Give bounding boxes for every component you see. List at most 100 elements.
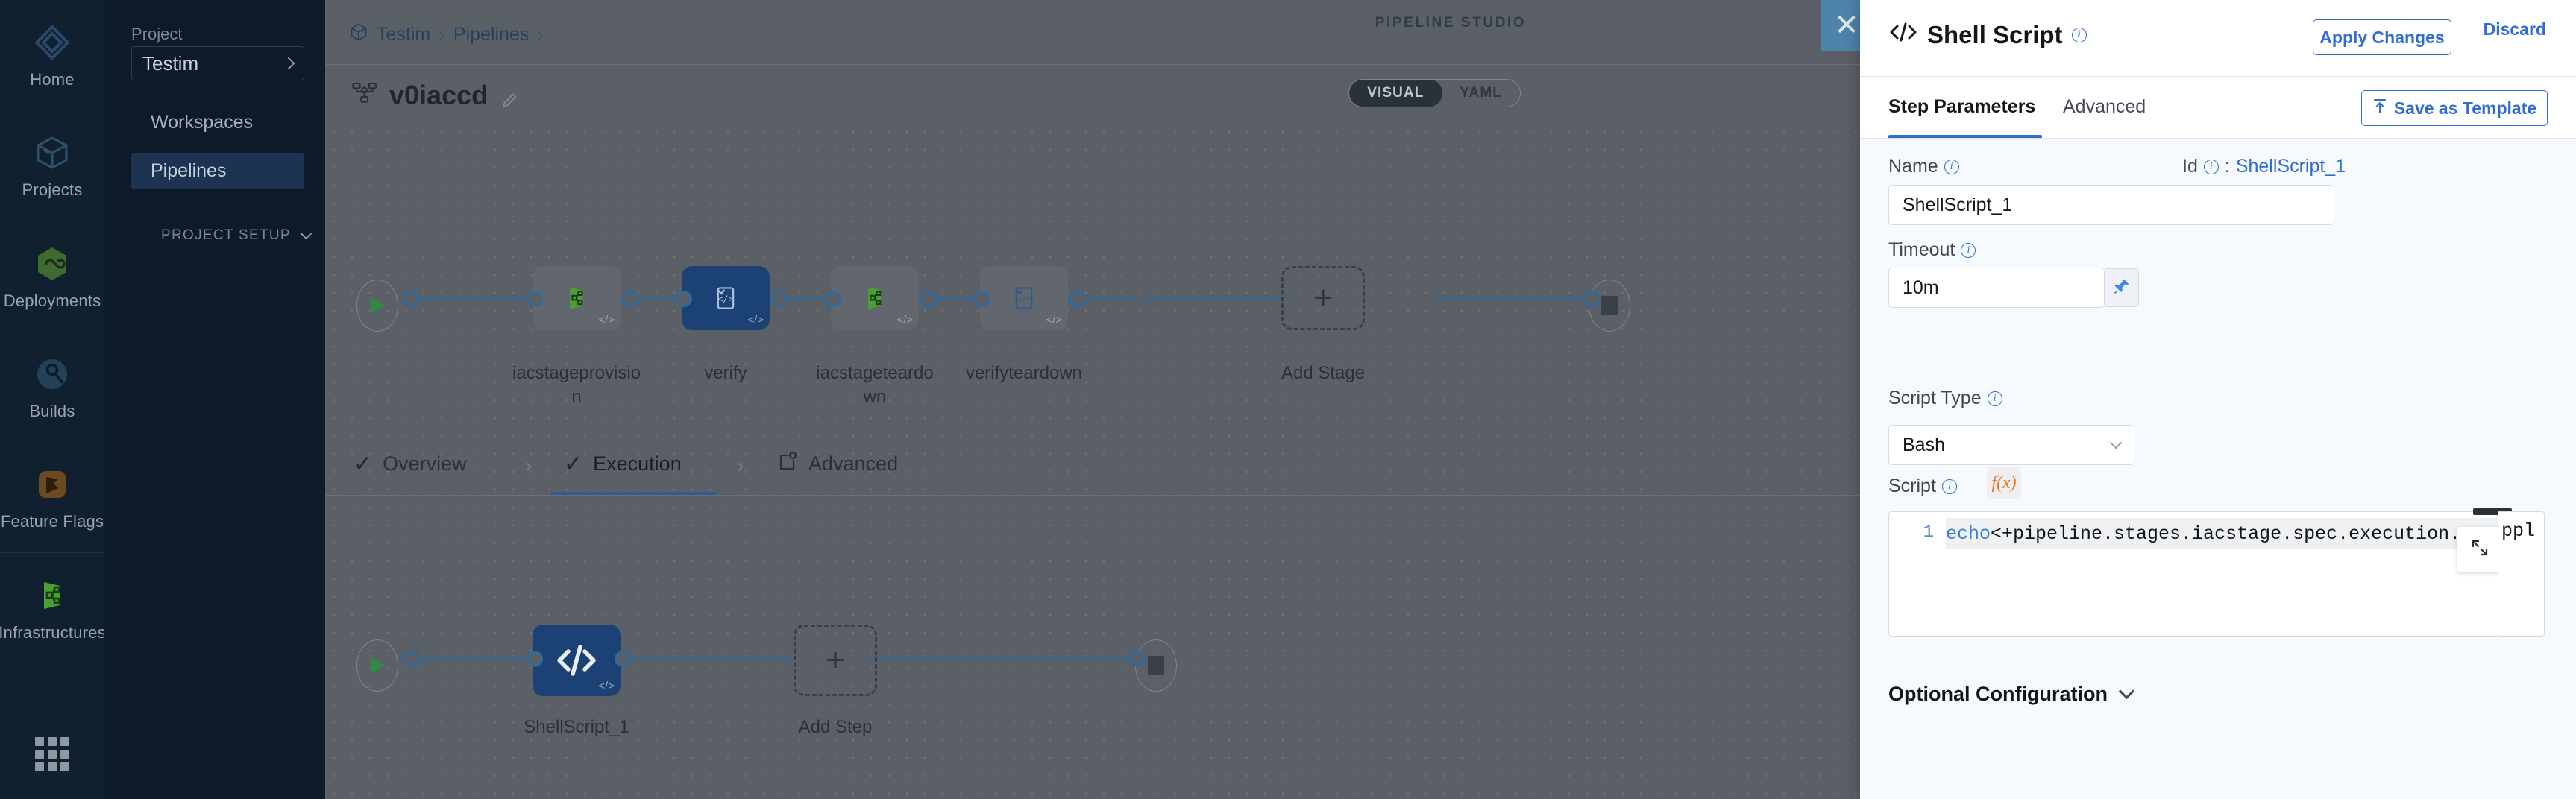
expand-editor-button[interactable] <box>2457 526 2503 572</box>
sidebar-item-deployments[interactable]: Deployments <box>0 221 104 332</box>
sidebar-item-workspaces[interactable]: Workspaces <box>131 104 304 140</box>
port <box>527 651 543 667</box>
sidebar-item-label: Infrastructures <box>0 622 106 642</box>
add-step-button[interactable]: + <box>794 625 877 696</box>
drawer-body: Name i Id i : ShellScript_1 ShellScript_… <box>1860 139 2576 799</box>
pipeline-studio-tag: PIPELINE STUDIO <box>1375 15 1527 31</box>
nav-item-label: Pipelines <box>151 160 227 181</box>
code-brackets-icon <box>1888 21 1918 49</box>
sidebar-item-infrastructures[interactable]: Infrastructures <box>0 553 106 663</box>
tab-label: Execution <box>593 452 682 475</box>
tab-advanced[interactable]: Advanced <box>2063 96 2146 117</box>
deployments-hexagon-icon <box>31 243 73 285</box>
rail-divider <box>0 552 104 553</box>
tab-advanced[interactable]: Advanced <box>779 451 898 477</box>
stage-node-label: verify <box>704 363 747 383</box>
code-marker-icon: </> <box>1046 314 1062 326</box>
add-step-label: Add Step <box>798 717 873 737</box>
stage-node-iacstageteardown[interactable]: </> <box>831 266 919 330</box>
code-editor-right-edge <box>2498 511 2545 637</box>
sidebar-item-builds[interactable]: Builds <box>0 332 104 442</box>
toggle-visual[interactable]: VISUAL <box>1349 80 1442 107</box>
tab-execution[interactable]: ✓ Execution <box>564 451 682 477</box>
apply-changes-button[interactable]: Apply Changes <box>2313 19 2451 55</box>
drawer-tab-strip: Step Parameters Advanced Save as Templat… <box>1860 77 2576 139</box>
view-mode-toggle[interactable]: VISUAL YAML <box>1348 79 1521 107</box>
pipeline-start-node[interactable] <box>356 280 398 332</box>
divider <box>1860 138 2576 139</box>
timeout-input[interactable]: 10m <box>1888 268 2105 308</box>
play-icon <box>371 657 384 674</box>
breadcrumb-link-pipelines[interactable]: Pipelines <box>453 24 530 45</box>
script-expression-button[interactable]: f(x) <box>1987 467 2021 499</box>
flag-icon <box>31 464 73 505</box>
sidebar-item-label: Projects <box>22 180 83 199</box>
sidebar-item-label: Feature Flags <box>0 511 104 531</box>
info-icon[interactable]: i <box>2071 28 2087 42</box>
add-stage-button[interactable]: + <box>1281 266 1365 330</box>
sidebar-item-label: Home <box>30 69 75 89</box>
breadcrumb: Testim › Pipelines › <box>349 22 544 47</box>
apps-launcher[interactable] <box>0 710 104 799</box>
step-start-node[interactable] <box>356 639 398 692</box>
builds-circle-icon <box>31 353 73 395</box>
edge <box>1436 298 1590 300</box>
info-icon[interactable]: i <box>1941 479 1957 494</box>
step-node-shellscript-1[interactable]: </> <box>533 625 621 696</box>
code-scrollbar[interactable] <box>2473 508 2512 515</box>
timeout-pin-button[interactable] <box>2105 268 2139 307</box>
drawer-title: Shell Script i <box>1888 21 2087 49</box>
stage-node-iacstageprovision[interactable]: </> <box>533 266 621 330</box>
cube-icon <box>349 22 368 47</box>
add-stage-label: Add Stage <box>1281 363 1366 383</box>
id-value: ShellScript_1 <box>2235 156 2346 177</box>
script-label-group: Script i <box>1888 476 1957 497</box>
name-input[interactable]: ShellScript_1 <box>1888 185 2334 225</box>
tab-overview[interactable]: ✓ Overview <box>354 451 467 477</box>
sidebar-item-pipelines[interactable]: Pipelines <box>131 153 304 189</box>
info-icon[interactable]: i <box>1961 242 1976 258</box>
script-code-editor[interactable]: 1 echo <+pipeline.stages.iacstage.spec.e… <box>1888 511 2498 637</box>
divider <box>325 64 2576 65</box>
sidebar-item-home[interactable]: Home <box>0 0 104 110</box>
stage-node-label: verifyteardown <box>965 363 1083 383</box>
breadcrumb-link-testim[interactable]: Testim <box>377 24 431 45</box>
toggle-yaml[interactable]: YAML <box>1460 85 1502 101</box>
save-as-template-label: Save as Template <box>2393 98 2537 118</box>
code-expression: <+pipeline.stages.iacstage.spec.executio… <box>1991 522 2498 545</box>
plus-icon: + <box>826 642 845 678</box>
sidebar-item-projects[interactable]: Projects <box>0 110 104 221</box>
step-config-drawer: Shell Script i Apply Changes Discard Ste… <box>1860 0 2576 799</box>
pipeline-title-row: v0iaccd VISUAL YAML <box>325 65 2576 188</box>
upload-icon <box>2372 98 2387 119</box>
stage-node-verifyteardown[interactable]: </> </> <box>980 266 1068 330</box>
script-type-select[interactable]: Bash <box>1888 425 2134 465</box>
pencil-icon[interactable] <box>500 86 519 108</box>
project-setup-section[interactable]: PROJECT SETUP <box>161 227 312 244</box>
timeout-input-value: 10m <box>1903 277 1939 298</box>
info-icon[interactable]: i <box>1944 159 1959 174</box>
discard-button[interactable]: Discard <box>2483 19 2546 39</box>
project-selector[interactable]: Testim <box>131 46 304 80</box>
save-as-template-button[interactable]: Save as Template <box>2361 90 2548 126</box>
tab-step-parameters[interactable]: Step Parameters <box>1888 96 2036 117</box>
optional-configuration-label: Optional Configuration <box>1888 683 2108 705</box>
project-label: Project <box>131 25 183 43</box>
home-diamond-icon <box>31 22 73 63</box>
info-icon[interactable]: i <box>1987 391 2002 406</box>
optional-configuration-section[interactable]: Optional Configuration <box>1888 683 2135 706</box>
sidebar-item-feature-flags[interactable]: Feature Flags <box>0 442 104 552</box>
chevron-down-icon <box>300 227 312 240</box>
info-icon[interactable]: i <box>2203 159 2219 174</box>
name-label: Name <box>1888 156 1938 177</box>
edge <box>412 298 538 300</box>
step-node-label: ShellScript_1 <box>524 717 629 737</box>
port <box>403 651 419 667</box>
code-line-1[interactable]: echo <+pipeline.stages.iacstage.spec.exe… <box>1946 518 2498 549</box>
port <box>771 291 788 307</box>
active-tab-underline <box>551 492 717 495</box>
stage-node-verify[interactable]: </> </> <box>682 266 770 330</box>
tab-label: Overview <box>383 452 467 475</box>
check-icon: ✓ <box>354 452 373 476</box>
